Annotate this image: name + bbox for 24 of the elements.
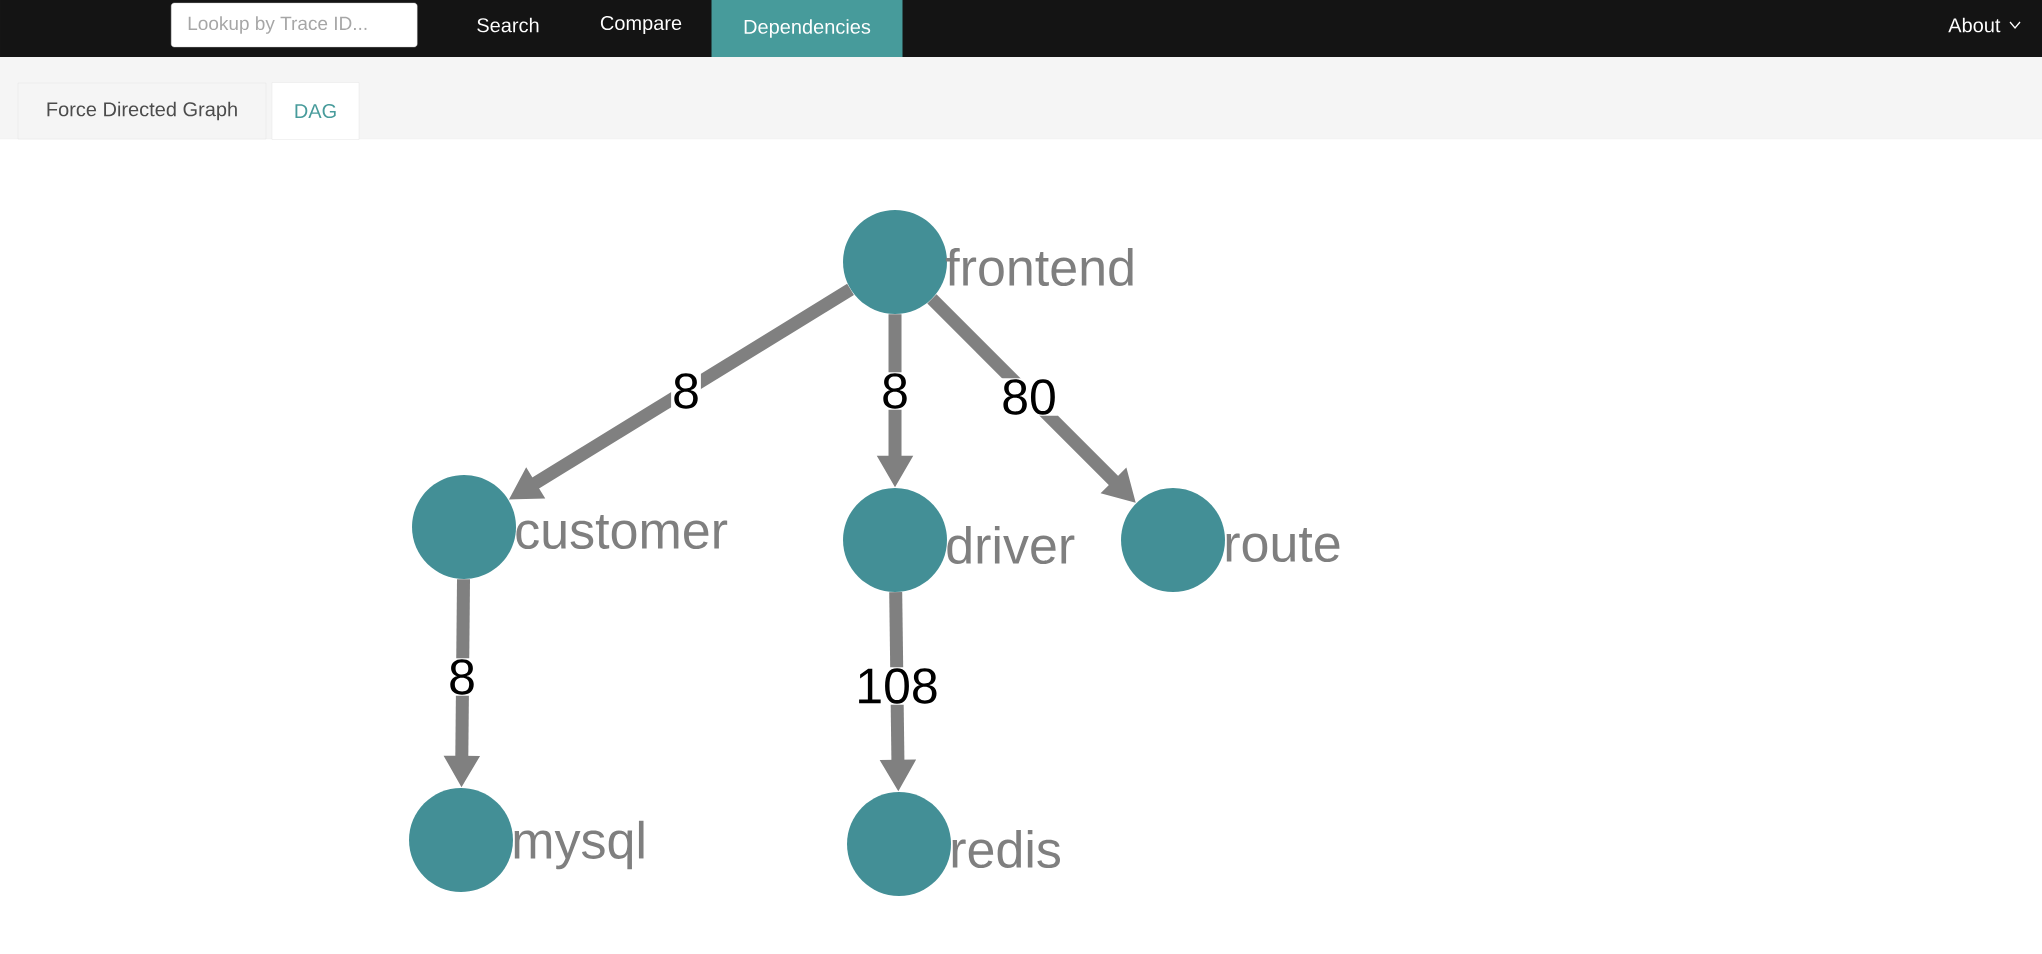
nav-link: Search: [477, 17, 539, 33]
node-label: customer: [516, 514, 728, 550]
active-nav-tab: Dependencies: [711, 0, 903, 57]
edge-label: 8: [880, 372, 910, 410]
node-label: frontend: [945, 247, 1133, 287]
node-label: mysql: [514, 820, 644, 870]
node-label: route: [1226, 527, 1340, 563]
edge-label: 80: [1000, 378, 1058, 416]
node-label: driver: [947, 525, 1075, 565]
service-node: redis: [847, 792, 1060, 896]
nav-link: Compare: [600, 15, 682, 35]
node-label: redis: [952, 829, 1061, 869]
search-field: Lookup by Trace ID...: [171, 2, 418, 48]
menu-link: About: [1948, 17, 2001, 33]
service-node: frontend: [843, 210, 1133, 314]
edge-label: 8: [671, 372, 701, 410]
edge-label: 8: [447, 658, 477, 696]
service-node: mysql: [409, 788, 644, 892]
service-node: route: [1121, 488, 1340, 592]
service-node: customer: [412, 475, 728, 579]
service-node: driver: [843, 488, 1075, 592]
active-tab: DAG: [271, 82, 360, 140]
tab: Force Directed Graph: [17, 82, 267, 140]
edge-label: 108: [854, 667, 940, 705]
